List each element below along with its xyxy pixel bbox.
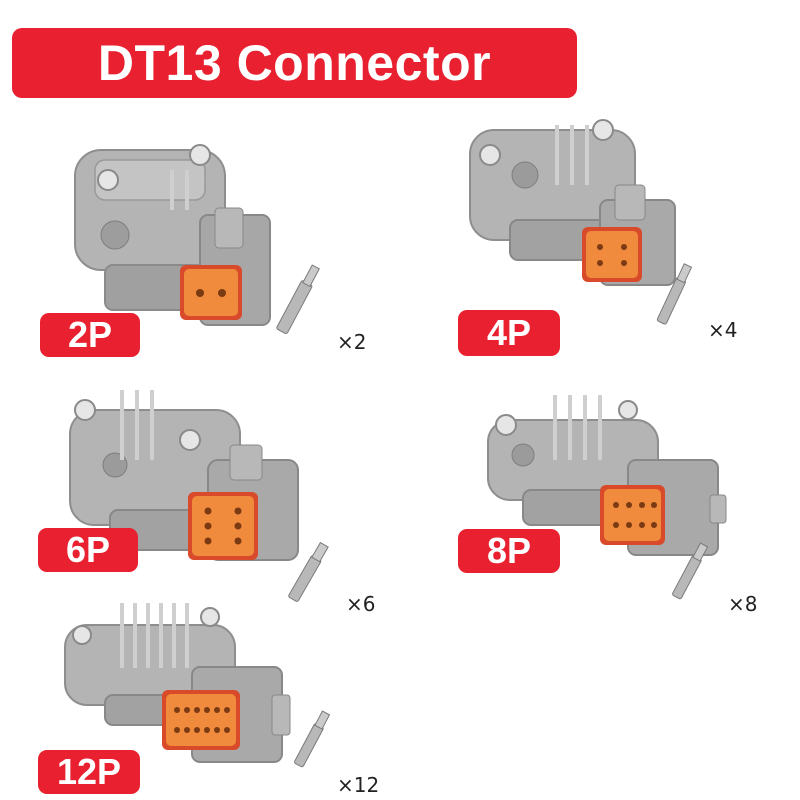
quantity-2p: ×2 xyxy=(337,330,367,354)
variant-8p xyxy=(478,385,788,600)
page-title: DT13 Connector xyxy=(97,35,492,91)
variant-label-12p: 12P xyxy=(38,750,140,794)
connector-12p-illustration xyxy=(64,603,331,768)
variant-2p xyxy=(40,120,400,365)
title-banner: DT13 Connector xyxy=(12,28,577,98)
variant-4p xyxy=(455,105,785,350)
variant-label-4p: 4P xyxy=(458,310,560,356)
quantity-6p: ×6 xyxy=(346,592,376,616)
connector-2p-illustration xyxy=(74,144,320,334)
variant-label-8p: 8P xyxy=(458,529,560,573)
connector-8p-illustration xyxy=(487,395,727,600)
quantity-4p: ×4 xyxy=(708,318,738,342)
variant-label-2p: 2P xyxy=(40,313,140,357)
variant-label-6p: 6P xyxy=(38,528,138,572)
quantity-8p: ×8 xyxy=(728,592,758,616)
variant-12p xyxy=(60,595,360,790)
variant-6p xyxy=(60,380,390,615)
quantity-12p: ×12 xyxy=(337,773,380,797)
connector-4p-illustration xyxy=(469,119,693,325)
connector-6p-illustration xyxy=(69,390,329,602)
